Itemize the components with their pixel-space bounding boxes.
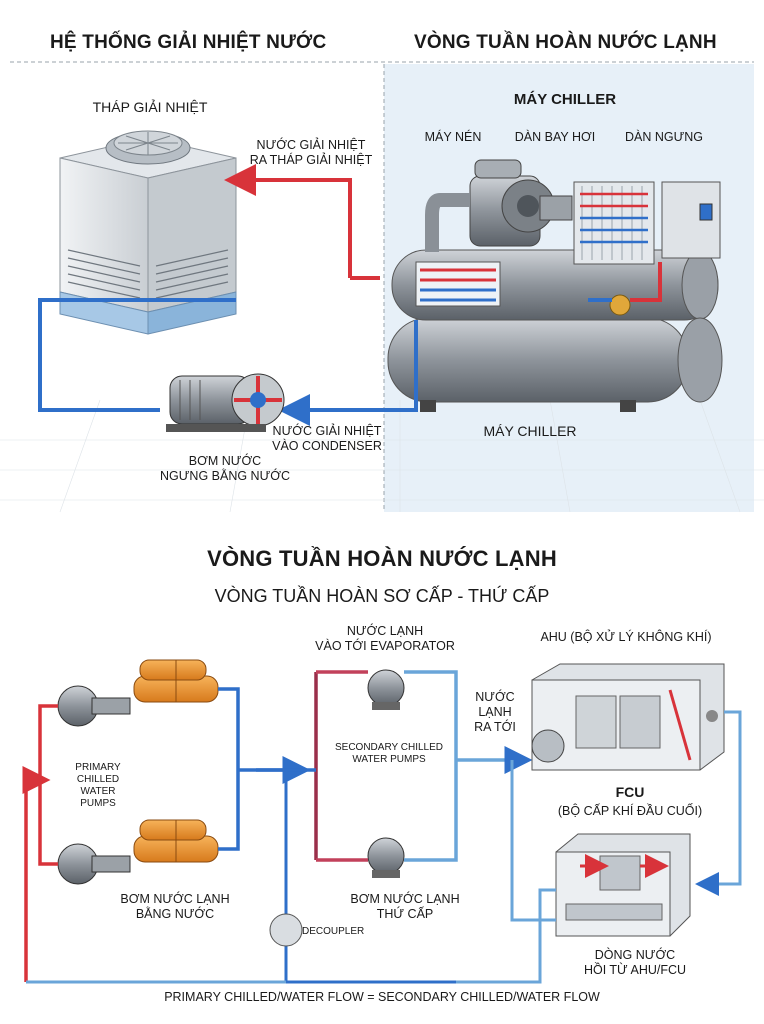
right-section-title: VÒNG TUẦN HOÀN NƯỚC LẠNH — [414, 32, 717, 53]
cooling-tower — [59, 130, 237, 335]
secondary-line-2: WATER PUMPS — [352, 754, 426, 765]
secondary-pump-line-2: THỨ CẤP — [376, 907, 434, 921]
chilled-out-line-2: LẠNH — [478, 705, 512, 719]
compressor-label: MÁY NÉN — [424, 130, 482, 144]
condenser-pump-line-2: NGƯNG BẰNG NƯỚC — [160, 469, 290, 483]
chilled-out-line-1: NƯỚC — [475, 690, 515, 704]
water-out-label: NƯỚC GIẢI NHIỆT RA THÁP GIẢI NHIỆT — [236, 138, 386, 168]
chilled-out-line-3: RA TỚI — [474, 720, 516, 734]
primary-pump-label: BƠM NƯỚC LẠNH BẰNG NƯỚC — [90, 892, 260, 922]
primary-pump-line-2: BẰNG NƯỚC — [135, 907, 215, 921]
to-evaporator-label: NƯỚC LẠNH VÀO TỚI EVAPORATOR — [300, 624, 470, 654]
primary-pump-top — [57, 659, 219, 727]
ahu-unit — [531, 663, 725, 771]
primary-line-1: PRIMARY — [75, 762, 121, 773]
condenser-water-loop — [38, 164, 418, 426]
bottom-subtitle: VÒNG TUẦN HOÀN SƠ CẤP - THỨ CẤP — [214, 586, 550, 606]
condenser-pump-label: BƠM NƯỚC NGƯNG BẰNG NƯỚC — [150, 454, 300, 484]
left-section-title: HỆ THỐNG GIẢI NHIỆT NƯỚC — [50, 32, 327, 53]
ahu-label: AHU (BỘ XỬ LÝ KHÔNG KHÍ) — [540, 630, 712, 644]
primary-line-2: CHILLED — [76, 774, 120, 785]
ahu-fcu-pipes — [26, 710, 742, 984]
fcu-label: FCU — [615, 784, 645, 800]
chiller-bottom-label: MÁY CHILLER — [483, 423, 577, 439]
chilled-out-label: NƯỚC LẠNH RA TỚI — [460, 690, 530, 735]
decoupler-label: DECOUPLER — [302, 926, 365, 937]
floor-grid — [0, 399, 764, 513]
condenser-label: DÀN NGƯNG — [624, 130, 704, 144]
cooling-tower-label: THÁP GIẢI NHIỆT — [92, 99, 208, 115]
water-out-line-2: RA THÁP GIẢI NHIỆT — [249, 153, 373, 167]
return-line-2: HỒI TỪ AHU/FCU — [583, 963, 687, 977]
primary-line-4: PUMPS — [80, 798, 116, 809]
secondary-line-1: SECONDARY CHILLED — [335, 742, 443, 753]
primary-loop-pipes — [22, 687, 311, 982]
water-in-label: NƯỚC GIẢI NHIỆT VÀO CONDENSER — [262, 424, 392, 454]
water-out-line-1: NƯỚC GIẢI NHIỆT — [256, 138, 366, 152]
condenser-pump — [166, 373, 285, 432]
chiller-unit — [387, 159, 723, 412]
secondary-loop-pipes — [300, 670, 533, 862]
return-flow-label: DÒNG NƯỚC HỒI TỪ AHU/FCU — [560, 948, 710, 978]
secondary-pump-line-1: BƠM NƯỚC LẠNH — [350, 892, 460, 906]
fcu-unit — [555, 833, 691, 937]
secondary-pump-label: BƠM NƯỚC LẠNH THỨ CẤP — [330, 892, 480, 922]
to-evap-line-1: NƯỚC LẠNH — [346, 624, 424, 638]
secondary-pumps-label: SECONDARY CHILLED WATER PUMPS — [324, 742, 454, 766]
fcu-desc: (BỘ CẤP KHÍ ĐẦU CUỐI) — [557, 804, 703, 818]
primary-line-3: WATER — [80, 786, 116, 797]
water-in-line-1: NƯỚC GIẢI NHIỆT — [272, 424, 382, 438]
water-in-line-2: VÀO CONDENSER — [272, 439, 382, 453]
secondary-pump-top — [367, 669, 405, 710]
primary-pump-line-1: BƠM NƯỚC LẠNH — [120, 892, 230, 906]
flow-equation-footer: PRIMARY CHILLED/WATER FLOW = SECONDARY C… — [164, 990, 600, 1004]
primary-pumps-label: PRIMARY CHILLED WATER PUMPS — [58, 762, 138, 810]
return-line-1: DÒNG NƯỚC — [594, 948, 676, 962]
condenser-pump-line-1: BƠM NƯỚC — [188, 454, 262, 468]
primary-pump-bottom — [57, 819, 219, 885]
to-evap-line-2: VÀO TỚI EVAPORATOR — [315, 639, 455, 653]
bottom-title: VÒNG TUẦN HOÀN NƯỚC LẠNH — [207, 546, 557, 571]
evaporator-label: DÀN BAY HƠI — [514, 130, 596, 144]
secondary-pump-bottom — [367, 837, 405, 878]
chiller-title: MÁY CHILLER — [513, 91, 617, 108]
decoupler-line — [269, 770, 303, 982]
